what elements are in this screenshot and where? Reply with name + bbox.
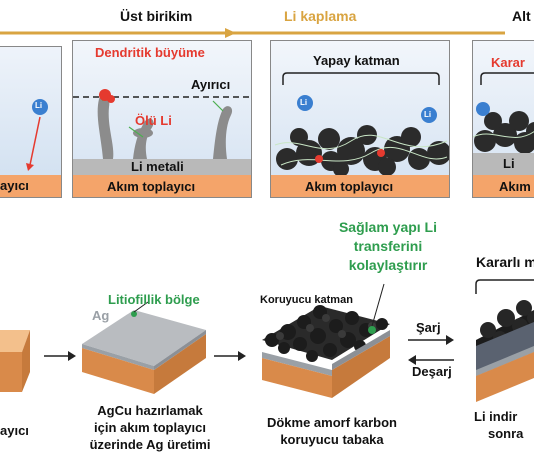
protective-layer-label: Koruyucu katman (260, 294, 353, 306)
stage-label-li-plating: Li kaplama (284, 8, 357, 24)
panel3-collector (271, 175, 449, 197)
panel2-collector-label: Akım toplayıcı (107, 179, 196, 194)
panel4-metal-label: Li (503, 156, 515, 171)
charge-label: Şarj (416, 320, 441, 335)
timeline-arrow (0, 28, 534, 38)
panel3-ion-1: Li (300, 98, 308, 107)
artificial-layer-label: Yapay katman (313, 53, 400, 68)
panel1-ion-label: Li (35, 101, 43, 110)
stable-metal-label-partial: Kararlı me (476, 254, 534, 270)
separator-label: Ayırıcı (191, 77, 231, 92)
caption-step2-line1: AgCu hazırlamak (97, 403, 203, 418)
robust-line-2: transferini (353, 238, 423, 254)
panel3-ion-2: Li (424, 110, 432, 119)
caption-step3-line1: Dökme amorf karbon (266, 415, 398, 430)
dead-li-label: Ölü Li (135, 113, 172, 128)
caption-step4-line2: sonra (488, 426, 524, 441)
caption-step3-line2: koruyucu tabaka (280, 432, 384, 447)
robust-line-1: Sağlam yapı Li (338, 219, 438, 235)
li-metal-layer (73, 159, 251, 175)
caption-step4-partial: Li indir sonra (474, 408, 534, 442)
caption-step2-line2: için akım toplayıcı (94, 420, 206, 435)
ag-label: Ag (92, 308, 110, 323)
stage-label-bottom: Alt (512, 8, 531, 24)
caption-step3: Dökme amorf karbon koruyucu tabaka (252, 414, 412, 448)
lithiophilic-region-label: Litiofillik bölge (108, 292, 200, 307)
panel-artificial-layer: Yapay katman Li Li Akım toplayıcı (270, 40, 450, 198)
panel2-collector (73, 175, 251, 197)
caption-step2-line3: üzerinde Ag üretimi (89, 437, 211, 452)
robust-structure-note: Sağlam yapı Li transferini kolaylaştırır (316, 218, 460, 275)
panel4-collector-label: Akım (499, 179, 531, 194)
panel-dendrite: Dendritik büyüme Ayırıcı Ölü Li Li metal… (72, 40, 252, 198)
panel3-collector-label: Akım toplayıcı (305, 179, 394, 194)
caption-step2: AgCu hazırlamak için akım toplayıcı üzer… (70, 402, 230, 453)
caption-step4-line1: Li indir (474, 409, 518, 424)
panel-top-deposition-partial: Li ayıcı (0, 46, 62, 198)
panel4-collector (473, 175, 534, 197)
dendrite-label: Dendritik büyüme (95, 45, 205, 60)
panel1-collector-label: ayıcı (0, 178, 29, 193)
discharge-label: Deşarj (412, 364, 452, 379)
stage-label-top-deposition: Üst birikim (120, 8, 193, 24)
caption-step1-partial: ayıcı (0, 423, 29, 438)
panel-stable-partial: Karar Li Akım (472, 40, 534, 198)
robust-line-3: kolaylaştırır (348, 257, 428, 273)
li-metal-label: Li metali (131, 159, 184, 174)
panel1-collector (0, 175, 61, 197)
panel4-metal-layer (473, 153, 534, 175)
stable-label-partial: Karar (491, 55, 525, 70)
